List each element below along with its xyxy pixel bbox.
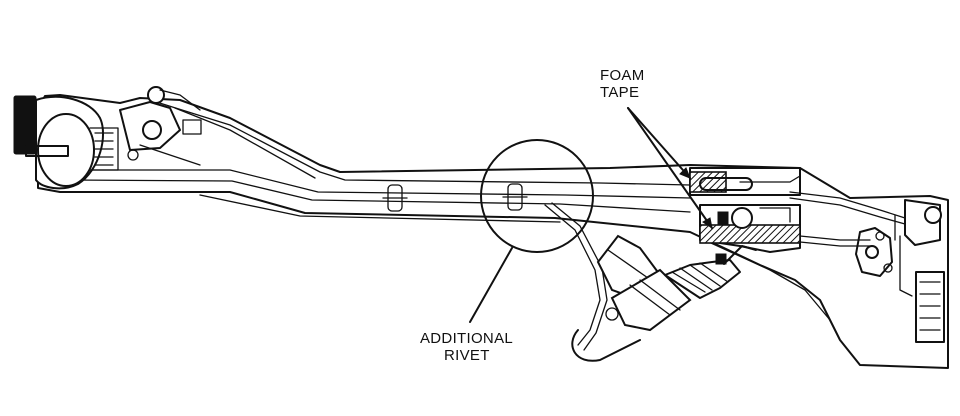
drive-cable xyxy=(544,202,641,362)
foam-tape-label: FOAM TAPE xyxy=(600,67,645,101)
right-end-bracket xyxy=(855,199,945,343)
foam-tape-label-line1: FOAM xyxy=(600,67,645,84)
lower-motor-assembly xyxy=(596,234,757,332)
foam-tape-leaders xyxy=(627,107,713,230)
additional-rivet-label: ADDITIONAL RIVET xyxy=(420,330,513,364)
rivet-leader xyxy=(469,247,513,323)
rivet-callout-circle xyxy=(480,139,594,253)
foam-tape-lower xyxy=(699,224,801,244)
additional-rivet-label-line2: RIVET xyxy=(444,347,490,364)
foam-tape-label-line2: TAPE xyxy=(600,84,640,101)
left-motor-assembly xyxy=(13,86,202,190)
right-housing xyxy=(689,167,906,253)
rail-rivets xyxy=(382,183,528,212)
additional-rivet-label-line1: ADDITIONAL xyxy=(420,330,514,347)
